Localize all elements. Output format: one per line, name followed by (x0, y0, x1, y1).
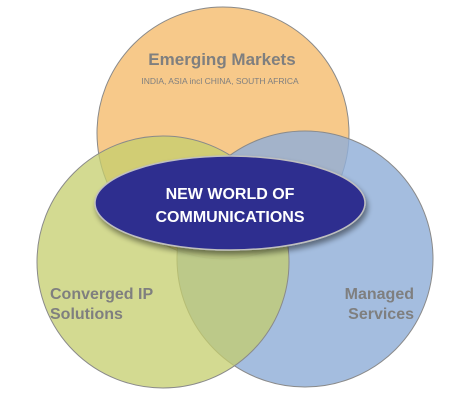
center-ellipse (94, 155, 366, 251)
managed-services-title-line1: Managed (345, 286, 414, 303)
center-title-line2: COMMUNICATIONS (155, 209, 304, 226)
converged-ip-title-line2: Solutions (50, 306, 123, 323)
converged-ip-title-line1: Converged IP (50, 286, 153, 303)
center-title-line1: NEW WORLD OF (166, 186, 295, 203)
emerging-markets-subtitle: INDIA, ASIA incl CHINA, SOUTH AFRICA (141, 76, 299, 86)
emerging-markets-title: Emerging Markets (148, 50, 295, 69)
managed-services-title-line2: Services (348, 306, 414, 323)
